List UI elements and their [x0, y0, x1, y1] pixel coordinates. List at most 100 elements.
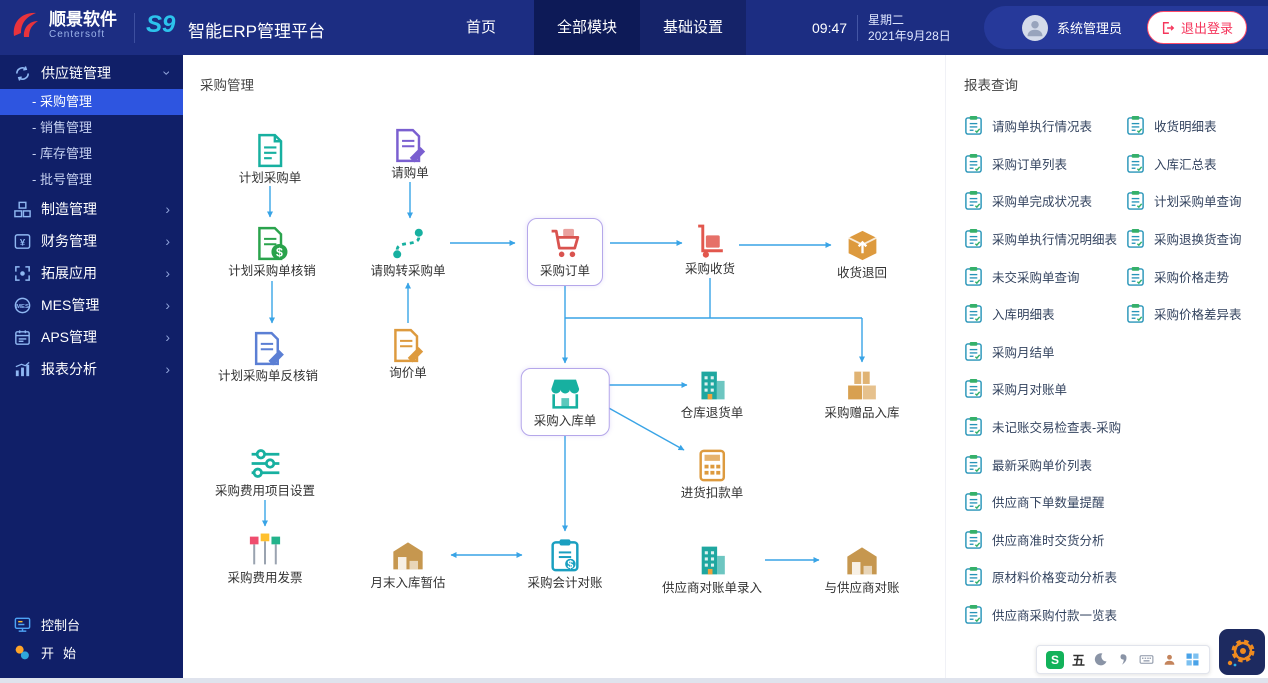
flow-node-purchase-receiving[interactable]: 采购收货 — [685, 223, 735, 277]
report-link[interactable]: 采购价格走势 — [1126, 257, 1242, 295]
report-link[interactable]: 未记账交易检查表-采购 — [964, 408, 1121, 446]
supply-chain-icon — [13, 64, 32, 83]
report-icon — [964, 266, 983, 287]
moon-icon[interactable] — [1093, 652, 1108, 667]
flow-node-request-to-po[interactable]: 请购转采购单 — [370, 225, 446, 279]
report-icon — [964, 190, 983, 211]
clock: 09:47 星期二 2021年9月28日 — [812, 0, 951, 55]
flow-node-plan-po[interactable]: 计划采购单 — [239, 132, 301, 186]
keyboard-icon[interactable] — [1139, 652, 1154, 667]
report-link[interactable]: 原材料价格变动分析表 — [964, 558, 1121, 596]
start-item[interactable]: 开始 — [0, 638, 183, 666]
flow-node-supplier-statement-entry[interactable]: 供应商对账单录入 — [662, 542, 762, 596]
sidebar-group-aps[interactable]: APS管理› — [0, 321, 183, 353]
reports-panel: 报表查询 请购单执行情况表采购订单列表采购单完成状况表采购单执行情况明细表未交采… — [945, 55, 1268, 678]
sidebar-group-extension[interactable]: 拓展应用› — [0, 257, 183, 289]
doc-pen-icon — [249, 330, 286, 367]
report-link[interactable]: 收货明细表 — [1126, 107, 1242, 145]
report-link[interactable]: 采购价格差异表 — [1126, 295, 1242, 333]
brand-name: 顺景软件 — [49, 10, 117, 29]
logout-button[interactable]: 退出登录 — [1147, 11, 1248, 44]
warehouse-icon — [843, 542, 880, 579]
report-link[interactable]: 供应商准时交货分析 — [964, 521, 1121, 559]
sidebar-footer: 控制台开始 — [0, 610, 183, 666]
flow-node-plan-po-writeoff[interactable]: 计划采购单核销 — [228, 225, 316, 279]
report-link[interactable]: 采购单完成状况表 — [964, 182, 1121, 220]
report-icon — [1126, 190, 1145, 211]
report-link[interactable]: 入库汇总表 — [1126, 145, 1242, 183]
report-link[interactable]: 采购退换货查询 — [1126, 220, 1242, 258]
chevron-right-icon: › — [165, 201, 170, 217]
flow-node-warehouse-return[interactable]: 仓库退货单 — [681, 367, 743, 421]
grid-icon[interactable] — [1185, 652, 1200, 667]
weekday-label: 星期二 — [868, 12, 905, 27]
time-value: 09:47 — [812, 19, 848, 36]
flow-node-accounting-check[interactable]: 采购会计对账 — [527, 537, 603, 591]
person-icon[interactable] — [1162, 652, 1177, 667]
app-title: 智能ERP管理平台 — [188, 22, 325, 41]
flow-node-purchase-request[interactable]: 请购单 — [391, 127, 429, 181]
flow-node-supplier-reconcile[interactable]: 与供应商对账 — [824, 542, 900, 596]
report-link[interactable]: 采购订单列表 — [964, 145, 1121, 183]
report-icon — [964, 454, 983, 475]
report-link[interactable]: 采购月结单 — [964, 333, 1121, 371]
sidebar-group-report-analysis[interactable]: 报表分析› — [0, 353, 183, 385]
sidebar-group-manufacturing[interactable]: 制造管理› — [0, 193, 183, 225]
report-icon — [964, 115, 983, 136]
report-icon — [964, 416, 983, 437]
flow-node-purchase-deduction[interactable]: 进货扣款单 — [681, 447, 743, 501]
report-icon — [964, 303, 983, 324]
report-link[interactable]: 请购单执行情况表 — [964, 107, 1121, 145]
sidebar-group-supply-chain[interactable]: 供应链管理› — [0, 57, 183, 89]
sidebar-group-finance[interactable]: ¥财务管理› — [0, 225, 183, 257]
sogou-ime-icon[interactable]: S — [1045, 650, 1064, 669]
report-link[interactable]: 采购单执行情况明细表 — [964, 220, 1121, 258]
route-icon — [389, 225, 426, 262]
flow-node-fee-setup[interactable]: 采购费用项目设置 — [215, 445, 315, 499]
report-analysis-icon — [13, 360, 32, 379]
flow-node-monthend-estimate[interactable]: 月末入库暂估 — [370, 537, 446, 591]
nav-basic-settings[interactable]: 基础设置 — [640, 0, 746, 55]
flow-node-purchase-order[interactable]: 采购订单 — [526, 218, 604, 286]
report-link[interactable]: 计划采购单查询 — [1126, 182, 1242, 220]
sidebar-item-inventory[interactable]: 库存管理 — [0, 141, 183, 167]
sidebar-item-sales[interactable]: 销售管理 — [0, 115, 183, 141]
doc-icon — [251, 132, 288, 169]
sidebar-item-purchase[interactable]: 采购管理 — [0, 89, 183, 115]
ime-mode-label[interactable]: 五 — [1071, 653, 1085, 668]
ime-toolbar[interactable]: S 五 — [1035, 645, 1210, 674]
report-icon — [1126, 228, 1145, 249]
page-title: 采购管理 — [200, 78, 254, 93]
logout-icon — [1162, 21, 1175, 34]
report-icon — [964, 566, 983, 587]
boxes-icon — [843, 367, 880, 404]
flags-icon — [246, 532, 283, 569]
flow-node-plan-po-reverse[interactable]: 计划采购单反核销 — [218, 330, 318, 384]
flow-node-inquiry[interactable]: 询价单 — [389, 327, 427, 381]
flow-node-purchase-inbound[interactable]: 采购入库单 — [520, 368, 610, 436]
building-icon — [693, 367, 730, 404]
flow-node-fee-invoice[interactable]: 采购费用发票 — [227, 532, 303, 586]
taskbar-strip — [0, 678, 1268, 683]
nav-all-modules[interactable]: 全部模块 — [534, 0, 640, 55]
console-item[interactable]: 控制台 — [0, 610, 183, 638]
report-link[interactable]: 供应商下单数量提醒 — [964, 483, 1121, 521]
user-name: 系统管理员 — [1057, 21, 1123, 36]
comma-icon[interactable] — [1116, 652, 1131, 667]
sidebar-item-batch[interactable]: 批号管理 — [0, 167, 183, 193]
report-link[interactable]: 供应商采购付款一览表 — [964, 596, 1121, 634]
flow-node-receiving-return[interactable]: 收货退回 — [837, 227, 887, 281]
logout-label: 退出登录 — [1181, 21, 1234, 36]
settings-widget[interactable] — [1219, 629, 1265, 675]
report-link[interactable]: 采购月对账单 — [964, 370, 1121, 408]
report-link[interactable]: 未交采购单查询 — [964, 257, 1121, 295]
chevron-down-icon: › — [159, 70, 176, 76]
flow-node-gift-inbound[interactable]: 采购赠品入库 — [824, 367, 900, 421]
report-link[interactable]: 最新采购单价列表 — [964, 445, 1121, 483]
sidebar: 供应链管理›采购管理销售管理库存管理批号管理制造管理›¥财务管理›拓展应用›ME… — [0, 55, 183, 678]
sliders-icon — [246, 445, 283, 482]
top-bar: 顺景软件 Centersoft S9 智能ERP管理平台 首页全部模块基础设置 … — [0, 0, 1268, 55]
nav-home[interactable]: 首页 — [465, 19, 496, 36]
report-link[interactable]: 入库明细表 — [964, 295, 1121, 333]
